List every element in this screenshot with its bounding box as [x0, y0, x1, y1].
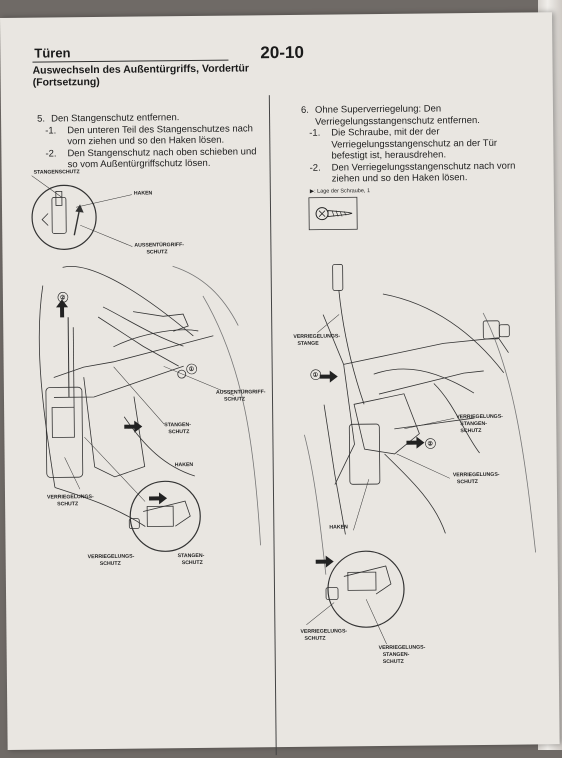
- callout-1: ①: [313, 372, 319, 379]
- label-aussen-1a: AUSSENTÜRGRIFF-: [134, 241, 184, 249]
- label-stangen-2a: STANGEN-: [178, 553, 205, 559]
- step-5-number: 5.: [37, 113, 46, 125]
- label-stangen-2b: SCHUTZ: [182, 560, 204, 566]
- step-5-substep-1: -1. Den unteren Teil des Stangenschutzes …: [37, 123, 267, 148]
- substep-text: Den unteren Teil des Stangenschutzes nac…: [67, 122, 253, 148]
- label-stangenschutz: STANGENSCHUTZ: [34, 169, 81, 175]
- substep-text: Die Schraube, mit der der Verriegelungss…: [331, 126, 498, 162]
- step-5: 5. Den Stangenschutz entfernen. -1. Den un…: [37, 111, 268, 171]
- screw-location-note: ▶: Lage der Schraube, 1: [309, 188, 371, 195]
- step-6-substep-2: -2. Den Verriegelungsstangenschutz nach v…: [302, 160, 532, 185]
- callout-1: ①: [189, 366, 195, 373]
- callout-2: ②: [427, 440, 433, 447]
- label-vss2-a: VERRIEGELUNGS-: [379, 645, 426, 651]
- substep-marker: -1.: [45, 124, 57, 137]
- page-number: 20-10: [260, 42, 304, 63]
- substep-marker: -2.: [45, 147, 57, 160]
- label-haken-bottom: HAKEN: [175, 462, 194, 468]
- step-6-substep-1: -1. Die Schraube, mit der der Verriegelun…: [301, 125, 531, 162]
- section-title: Türen: [34, 45, 71, 61]
- subtitle-line-2: (Fortsetzung): [32, 75, 100, 89]
- manual-page: Türen Auswechseln des Außentürgriffs, Vo…: [0, 12, 560, 756]
- label-vs-a: VERRIEGELUNGS-: [453, 472, 500, 478]
- label-aussen-2b: SCHUTZ: [224, 396, 246, 402]
- label-vss-c: SCHUTZ: [460, 428, 482, 434]
- label-stangen-1a: STANGEN-: [164, 422, 191, 428]
- label-vss2-b: STANGEN-: [383, 652, 410, 658]
- label-haken-top: HAKEN: [134, 190, 153, 196]
- label-vs-b: SCHUTZ: [457, 479, 479, 485]
- label-haken: HAKEN: [329, 524, 348, 530]
- label-verr-1b: SCHUTZ: [57, 501, 79, 507]
- substep-marker: -2.: [309, 162, 321, 174]
- label-stangen-1b: SCHUTZ: [168, 429, 190, 435]
- step-6-title: Ohne Superverriegelung: Den Verriegelung…: [314, 103, 480, 128]
- label-vss2-c: SCHUTZ: [383, 659, 405, 665]
- screw-icon: [308, 196, 358, 231]
- label-vs2-a: VERRIEGELUNGS-: [300, 628, 347, 634]
- step-6-number: 6.: [300, 104, 309, 116]
- label-verr-2a: VERRIEGELUNGS-: [88, 554, 135, 560]
- right-door-illustration: ① ② VERRIEGELUNGS- STANGE VERRIEGELUNGS-…: [293, 264, 537, 665]
- label-aussen-1b: SCHUTZ: [146, 249, 168, 255]
- label-vss-a: VERRIEGELUNGS-: [456, 414, 503, 420]
- step-5-title: Den Stangenschutz entfernen.: [51, 112, 180, 125]
- label-verr-1a: VERRIEGELUNGS-: [47, 494, 94, 500]
- left-door-illustration: ② ① STANGENSCHUTZ HAKEN AUSSENTÜRGRIFF- …: [31, 169, 266, 567]
- label-aussen-2a: AUSSENTÜRGRIFF-: [216, 388, 266, 396]
- callout-2: ②: [60, 294, 66, 301]
- label-vs2-b: SCHUTZ: [304, 636, 326, 642]
- subtitle-line-1: Auswechseln des Außentürgriffs, Vordertü…: [32, 62, 250, 77]
- step-6: 6. Ohne Superverriegelung: Den Verriegelu…: [301, 102, 532, 185]
- substep-text: Den Verriegelungsstangenschutz nach vorn…: [331, 160, 516, 185]
- substep-marker: -1.: [309, 127, 321, 139]
- label-vss-b: STANGEN-: [460, 421, 487, 427]
- section-subtitle: Auswechseln des Außentürgriffs, Vordertü…: [32, 62, 249, 88]
- label-vstange-a: VERRIEGELUNGS-: [293, 333, 340, 339]
- label-vstange-b: STANGE: [297, 341, 319, 347]
- label-verr-2b: SCHUTZ: [100, 561, 122, 567]
